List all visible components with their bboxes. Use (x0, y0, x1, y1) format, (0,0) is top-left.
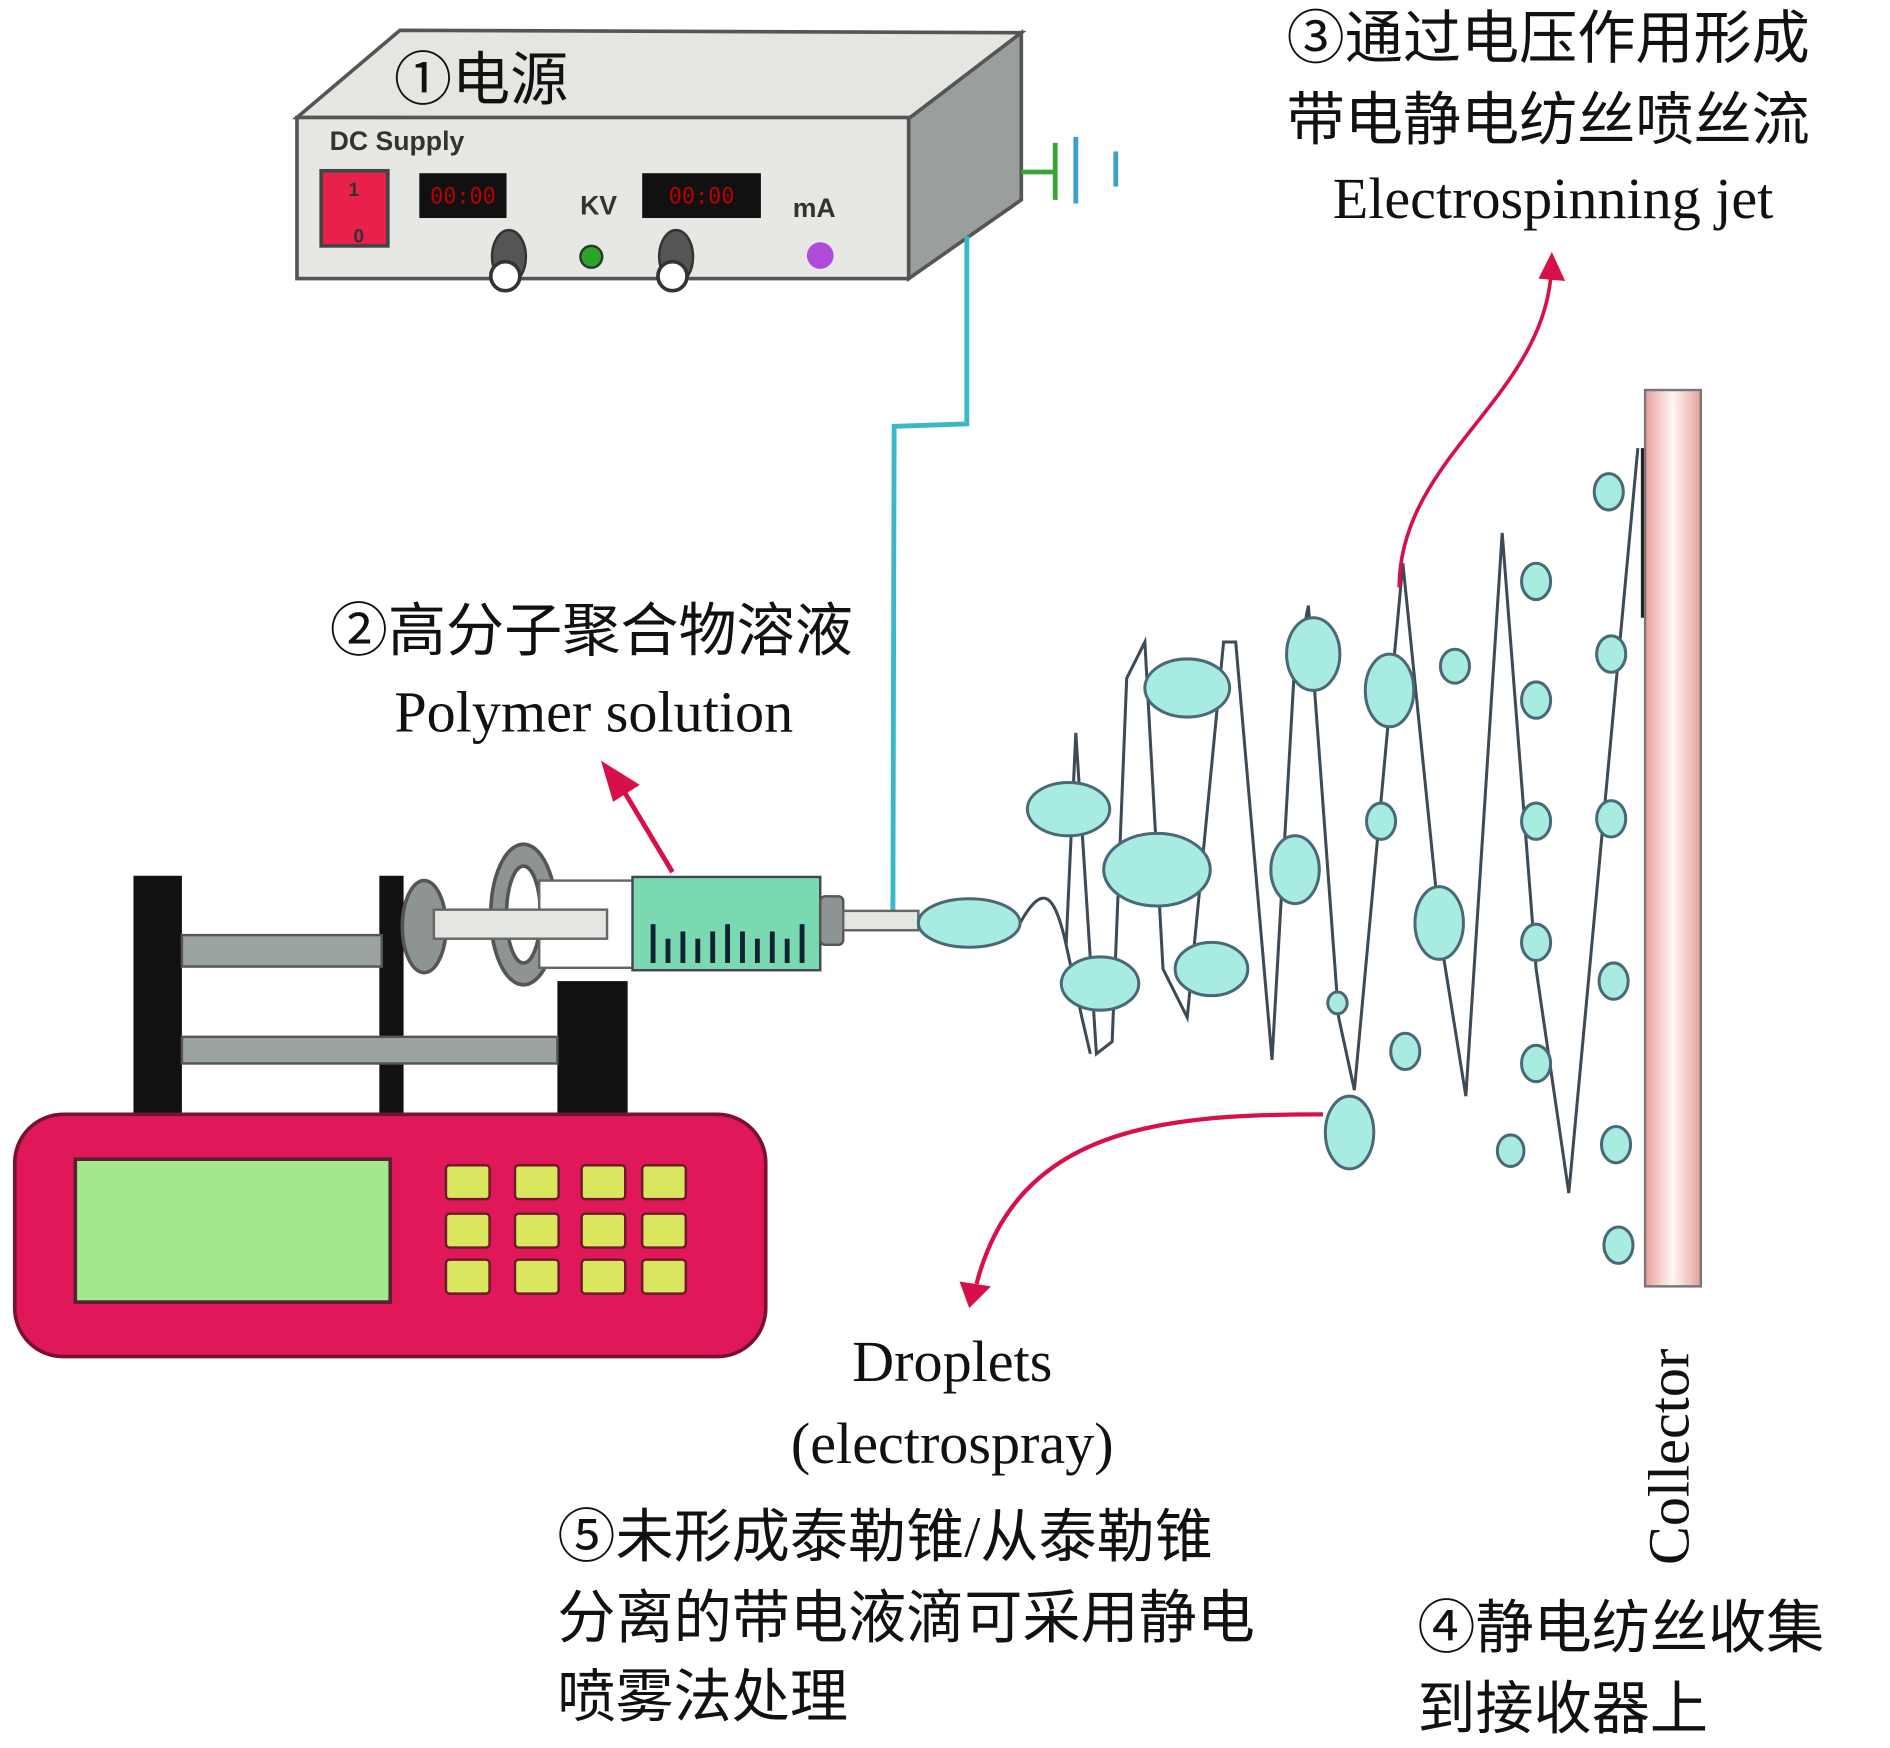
high-voltage-wire (890, 236, 970, 911)
scale-tick (650, 924, 656, 963)
voltage-readout: 00:00 (430, 184, 496, 209)
dc-supply-title: DC Supply (330, 126, 465, 156)
droplet (1389, 1031, 1422, 1072)
collector-label: Collector (1637, 1349, 1702, 1565)
scale-tick (695, 938, 701, 963)
droplet (1323, 1094, 1376, 1171)
collect-label-cn-2: 到接收器上 (1417, 1676, 1708, 1741)
droplet (1326, 990, 1349, 1016)
droplet (1597, 961, 1630, 1001)
droplets-label-cn-2: 分离的带电液滴可采用静电 (557, 1586, 1255, 1651)
current-unit: mA (793, 193, 836, 223)
arrow-droplets (959, 1112, 1323, 1309)
jet-label-cn-1: ③通过电压作用形成 (1287, 6, 1810, 71)
ground-symbol (1021, 136, 1119, 204)
scale-tick (769, 931, 775, 963)
droplet (1592, 472, 1625, 512)
droplet (1495, 1133, 1526, 1168)
dc-power-supply: DC Supply 1 0 00:00 KV 00:00 mA (292, 28, 1119, 293)
current-knob[interactable] (656, 228, 695, 293)
green-indicator-light (579, 244, 604, 269)
droplet (916, 897, 1022, 949)
droplet (1173, 940, 1250, 998)
droplet (1599, 1124, 1633, 1165)
keypad-key[interactable] (580, 1212, 627, 1249)
needle (842, 909, 920, 932)
droplet (1363, 652, 1416, 729)
pump-screen (73, 1157, 393, 1304)
keypad-key[interactable] (513, 1212, 560, 1249)
keypad-key[interactable] (640, 1164, 688, 1201)
syringe (400, 842, 920, 987)
droplet (1520, 1043, 1553, 1084)
voltage-knob[interactable] (488, 228, 528, 293)
droplet (1602, 1225, 1635, 1265)
scale-tick (740, 931, 745, 963)
keypad-key[interactable] (444, 1164, 491, 1201)
droplet (1520, 801, 1553, 841)
droplets-label-en-1: Droplets (852, 1329, 1052, 1394)
polymer-label-en: Polymer solution (394, 680, 793, 745)
scale-tick (799, 924, 805, 963)
power-switch[interactable]: 1 0 (319, 168, 390, 248)
syringe-scale (650, 924, 805, 963)
droplet (1059, 955, 1141, 1012)
droplet (1102, 831, 1212, 908)
keypad-key[interactable] (513, 1258, 560, 1295)
droplet (1285, 616, 1342, 692)
droplet (1143, 657, 1232, 719)
jet-label-en: Electrospinning jet (1333, 166, 1774, 231)
arrow-polymer (601, 760, 675, 874)
droplet (1595, 799, 1628, 839)
droplet (1413, 885, 1465, 961)
scale-tick (784, 938, 790, 963)
droplet (1025, 780, 1112, 838)
voltage-display (419, 173, 507, 219)
arrow-jet (1397, 251, 1566, 588)
current-readout: 00:00 (669, 184, 735, 209)
keypad-key[interactable] (640, 1212, 688, 1249)
current-display (642, 173, 761, 219)
keypad-key[interactable] (444, 1258, 491, 1295)
droplets-label-en-2: (electrospray) (791, 1411, 1114, 1476)
purple-indicator-light (806, 242, 834, 269)
scale-tick (665, 938, 671, 963)
keypad-key[interactable] (513, 1164, 560, 1201)
collector (1643, 388, 1703, 1288)
jet-label-cn-2: 带电静电纺丝喷丝流 (1287, 87, 1810, 152)
scale-tick (754, 938, 760, 963)
droplet (1595, 634, 1628, 674)
voltage-unit: KV (580, 190, 617, 220)
syringe-pump (12, 875, 768, 1359)
keypad-key[interactable] (580, 1258, 627, 1295)
switch-off-label: 0 (353, 225, 364, 247)
scale-tick (680, 931, 686, 963)
power-supply-label: ①电源 (394, 47, 568, 112)
collect-label-cn-1: ④静电纺丝收集 (1417, 1595, 1824, 1660)
keypad-key[interactable] (444, 1212, 491, 1249)
droplet (1520, 561, 1553, 602)
scale-tick (710, 931, 716, 963)
keypad-key[interactable] (640, 1258, 688, 1295)
droplet (1520, 680, 1553, 720)
polymer-label-cn: ②高分子聚合物溶液 (330, 598, 853, 663)
scale-tick (725, 924, 731, 963)
droplets-label-cn-3: 喷雾法处理 (557, 1664, 848, 1729)
pump-keypad[interactable] (444, 1164, 688, 1295)
droplets-label-cn-1: ⑤未形成泰勒锥/从泰勒锥 (557, 1504, 1213, 1569)
keypad-key[interactable] (580, 1164, 627, 1201)
switch-on-label: 1 (349, 179, 360, 201)
droplet (1365, 801, 1398, 841)
droplet (1438, 647, 1471, 685)
droplet (1520, 922, 1553, 963)
droplets (916, 472, 1635, 1265)
droplet (1269, 834, 1321, 906)
